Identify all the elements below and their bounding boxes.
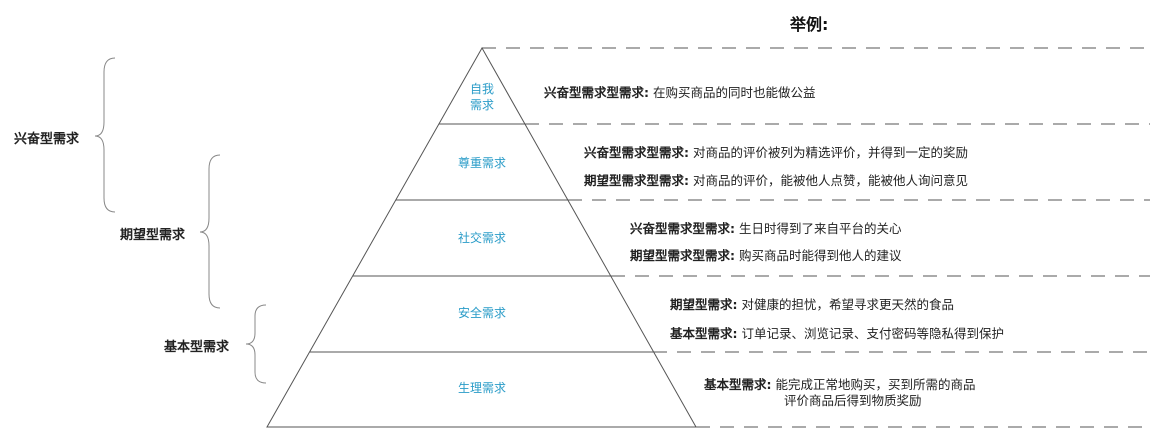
category-expected: 期望型需求	[120, 228, 186, 243]
category-basic: 基本型需求	[164, 340, 230, 355]
example-social-1: 兴奋型需求型需求: 生日时得到了来自平台的关心	[630, 218, 902, 237]
level-self: 自我 需求	[452, 81, 512, 113]
example-label: 期望型需求型需求:	[630, 248, 735, 263]
level-self-line2: 需求	[469, 98, 494, 112]
example-label: 基本型需求:	[670, 326, 738, 341]
brace-basic	[245, 304, 267, 384]
example-text: 订单记录、浏览记录、支付密码等隐私得到保护	[741, 326, 1004, 341]
example-safety-2: 基本型需求: 订单记录、浏览记录、支付密码等隐私得到保护	[670, 323, 1004, 342]
level-esteem: 尊重需求	[457, 156, 506, 170]
example-label: 期望型需求型需求:	[584, 173, 689, 188]
example-label: 兴奋型需求型需求:	[544, 85, 649, 100]
example-label: 兴奋型需求型需求:	[584, 145, 689, 160]
example-esteem-2: 期望型需求型需求: 对商品的评价，能被他人点赞，能被他人询问意见	[584, 170, 968, 189]
example-label: 期望型需求:	[670, 297, 738, 312]
example-physio-1: 基本型需求: 能完成正常地购买，买到所需的商品	[704, 374, 976, 393]
brace-expected	[199, 154, 221, 309]
example-safety-1: 期望型需求: 对健康的担忧，希望寻求更天然的食品	[670, 294, 954, 313]
example-label: 基本型需求:	[704, 377, 772, 392]
example-label: 兴奋型需求型需求:	[630, 221, 735, 236]
brace-excitement	[94, 57, 116, 213]
level-physio: 生理需求	[457, 381, 506, 395]
example-text: 对商品的评价被列为精选评价，并得到一定的奖励	[692, 145, 968, 160]
examples-heading: 举例:	[790, 15, 829, 34]
example-text: 购买商品时能得到他人的建议	[738, 248, 902, 263]
level-self-line1: 自我	[469, 82, 494, 96]
example-esteem-1: 兴奋型需求型需求: 对商品的评价被列为精选评价，并得到一定的奖励	[584, 142, 968, 161]
example-text: 能完成正常地购买，买到所需的商品	[775, 377, 976, 392]
level-social: 社交需求	[457, 231, 506, 245]
example-social-2: 期望型需求型需求: 购买商品时能得到他人的建议	[630, 245, 902, 264]
pyramid-outline	[266, 46, 697, 428]
example-physio-1-line2: 评价商品后得到物质奖励	[784, 393, 922, 408]
category-excitement: 兴奋型需求	[14, 132, 80, 147]
level-safety: 安全需求	[457, 306, 506, 320]
example-self-1: 兴奋型需求型需求: 在购买商品的同时也能做公益	[544, 82, 816, 101]
example-text: 对健康的担忧，希望寻求更天然的食品	[741, 297, 954, 312]
example-text: 对商品的评价，能被他人点赞，能被他人询问意见	[692, 173, 968, 188]
example-text: 生日时得到了来自平台的关心	[738, 221, 902, 236]
example-text: 在购买商品的同时也能做公益	[652, 85, 816, 100]
